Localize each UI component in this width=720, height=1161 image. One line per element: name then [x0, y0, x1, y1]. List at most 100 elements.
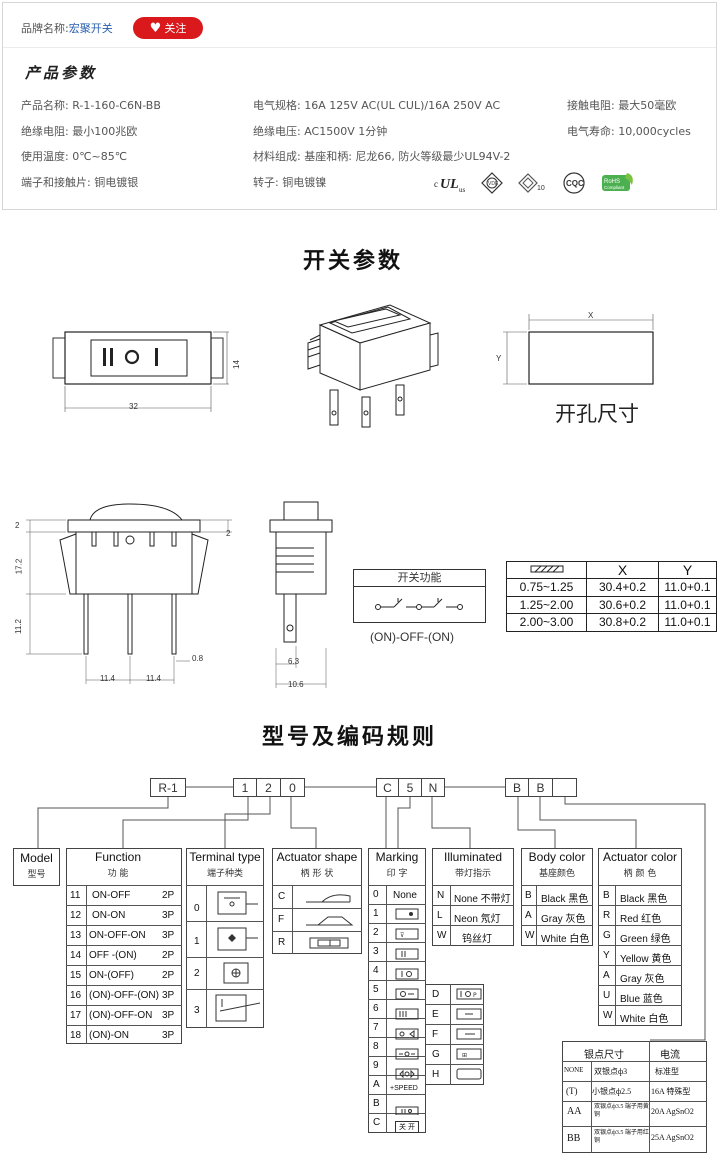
product-info-panel: 品牌名称:宏聚开关 ♥ 关注 产品参数 产品名称: R-1-160-C6N-BB…	[2, 2, 717, 210]
marking-none: None	[393, 890, 417, 901]
marking-extra-code: G	[432, 1049, 440, 1060]
row-divider	[66, 965, 182, 966]
table-cell: 30.8+0.2	[586, 613, 659, 632]
marking-speed: +SPEED	[390, 1085, 418, 1092]
terminal-code: 0	[194, 903, 200, 914]
terminal-sub: 端子种类	[206, 869, 243, 879]
row-divider	[368, 1075, 426, 1076]
row-divider	[368, 1113, 426, 1114]
shape-col-divider	[292, 885, 293, 954]
param-electrical-life: 电气寿命: 10,000cycles	[567, 125, 691, 138]
contact-size: 双银点ф3.5 端子用红铜	[594, 1130, 649, 1144]
marking-code: 7	[373, 1022, 379, 1033]
switch-function-title: 开关功能	[354, 570, 485, 587]
body-color-label: Gray 灰色	[541, 914, 586, 925]
row-divider	[521, 905, 593, 906]
brand-name-link[interactable]: 宏聚开关	[68, 22, 113, 35]
contact-size: 双银点ф3.5 端子用黄铜	[594, 1104, 649, 1118]
function-code: 12	[70, 910, 82, 921]
header-x: X	[586, 561, 659, 579]
row-divider	[598, 885, 682, 886]
function-label: (ON)-OFF-ON	[89, 1010, 153, 1021]
actuator-color-label: Red 红色	[620, 914, 662, 925]
function-box	[66, 848, 182, 1044]
terminal-code: 3	[194, 1005, 200, 1016]
contact-head-size: 银点尺寸	[584, 1050, 624, 1061]
illuminated-box	[432, 848, 514, 946]
marking-code: 4	[373, 965, 379, 976]
row-divider	[186, 989, 264, 990]
illum-code: L	[437, 910, 443, 921]
isometric-switch-drawing	[307, 304, 439, 428]
function-poles: 2P	[162, 950, 175, 961]
dim-pin-width: 0.8	[192, 654, 204, 663]
contact-current: 16A 特殊型	[651, 1087, 691, 1096]
body-col-divider	[536, 885, 537, 946]
function-sub: 功 能	[107, 869, 129, 879]
model-box	[13, 848, 60, 886]
table-cell: 30.4+0.2	[586, 578, 659, 597]
illum-label: Neon 氖灯	[454, 914, 501, 925]
table-row: 1.25~2.00 30.6+0.2 11.0+0.1	[506, 595, 717, 614]
row-divider	[66, 885, 182, 886]
follow-button[interactable]: ♥ 关注	[133, 17, 203, 39]
illum-col-divider	[450, 885, 451, 946]
table-cell: 11.0+0.1	[658, 595, 717, 614]
follow-label: 关注	[164, 22, 187, 35]
row-divider	[432, 885, 514, 886]
row-divider	[66, 905, 182, 906]
svg-text:10: 10	[537, 185, 545, 192]
c-ul-us-icon: c UL us	[434, 177, 466, 194]
body-color-label: Black 黑色	[541, 894, 589, 905]
row-divider	[66, 945, 182, 946]
marking-code: 3	[373, 946, 379, 957]
row-divider	[272, 931, 362, 932]
header-y: Y	[658, 561, 717, 579]
code-cell-letter: C	[376, 778, 399, 797]
marking-code: C	[373, 1117, 381, 1128]
code-cell-digit: 2	[257, 778, 281, 797]
actuator-shape-head: Actuator shape	[276, 850, 358, 864]
row-divider	[66, 1005, 182, 1006]
params-title: 产品参数	[25, 64, 98, 82]
shape-code: R	[278, 937, 286, 948]
terminal-code: 1	[194, 936, 200, 947]
shape-c-icon	[306, 894, 351, 903]
code-cell-letter: B	[529, 778, 553, 797]
row-divider	[368, 961, 426, 962]
coding-title: 型号及编码规则	[262, 725, 438, 750]
function-label: ON-ON	[92, 910, 126, 921]
row-divider	[598, 905, 682, 906]
brand-row: 品牌名称:宏聚开关	[21, 20, 113, 36]
row-divider	[562, 1126, 707, 1127]
actuator-color-code: W	[603, 1010, 613, 1021]
function-poles: 3P	[162, 1010, 175, 1021]
svg-text:c: c	[434, 179, 438, 189]
actuator-color-label: White 白色	[620, 1014, 669, 1025]
actuator-color-label: Green 绿色	[620, 934, 671, 945]
rohs-compliant-icon: RoHS Compliant	[602, 173, 633, 191]
model-sub: 型号	[27, 870, 46, 880]
end-view-drawing	[269, 501, 333, 688]
function-code: 13	[70, 930, 82, 941]
row-divider	[598, 925, 682, 926]
function-label: ON-(OFF)	[89, 970, 134, 981]
function-label: (ON)-OFF-(ON)	[89, 990, 159, 1001]
cqc-icon: CQC	[563, 172, 585, 194]
code-cell-digit: 1	[233, 778, 257, 797]
contact-col-divider	[591, 1061, 592, 1153]
marking-code: 0	[373, 889, 379, 900]
svg-text:⊞: ⊞	[462, 1052, 467, 1059]
marking-extra-code: E	[432, 1009, 439, 1020]
terminal-type-1-icon	[217, 927, 258, 951]
actuator-color-code: A	[603, 970, 610, 981]
divider	[3, 47, 716, 48]
row-divider	[368, 904, 426, 905]
param-insulation-voltage: 绝缘电压: AC1500V 1分钟	[253, 125, 388, 138]
marking-extra-code: H	[432, 1069, 440, 1080]
dim-right-top: 2	[226, 529, 231, 538]
marking-code: 2	[373, 927, 379, 938]
svg-text:VDE: VDE	[488, 181, 499, 187]
illum-label: None 不带灯	[454, 894, 511, 905]
shape-code: C	[278, 891, 286, 902]
